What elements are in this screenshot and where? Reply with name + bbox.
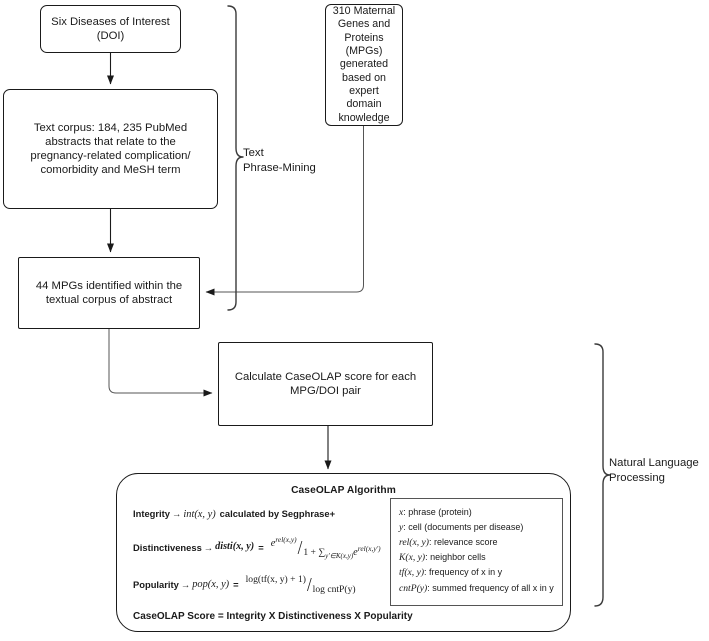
algorithm-formula-list: Integrity → int(x, y) calculated by Segp… <box>133 504 413 624</box>
edge-mpg44-to-calculate <box>108 329 213 397</box>
legend-symbol: y <box>399 521 404 533</box>
legend-item: rel(x, y): relevance score <box>399 535 554 550</box>
node-caseolap-algorithm[interactable]: CaseOLAP Algorithm Integrity → int(x, y)… <box>116 473 571 632</box>
bracket-label-natural-language-processing: Natural Language Processing <box>609 457 699 484</box>
formula-caseolap-score: CaseOLAP Score = Integrity X Distinctive… <box>133 611 413 623</box>
algorithm-legend-box: x: phrase (protein) y: cell (documents p… <box>390 497 563 606</box>
node-310-maternal-genes-proteins[interactable]: 310 Maternal Genes and Proteins (MPGs) g… <box>325 4 403 126</box>
algorithm-title: CaseOLAP Algorithm <box>291 485 396 496</box>
legend-item: y: cell (documents per disease) <box>399 520 554 535</box>
bracket-nlp <box>594 343 611 607</box>
formula-popularity-fraction: log(tf(x, y) + 1) / log cntP(y) <box>245 573 356 596</box>
formula-integrity-arrow: → <box>171 508 182 520</box>
denominator-tail-exponent: rel(x,y') <box>357 543 381 553</box>
node-six-diseases-of-interest[interactable]: Six Diseases of Interest (DOI) <box>40 5 181 53</box>
node-doi-label: Six Diseases of Interest (DOI) <box>51 15 170 42</box>
node-calculate-label: Calculate CaseOLAP score for each MPG/DO… <box>234 370 417 397</box>
formula-distinctiveness-denominator: 1 + ∑y'∈K(x,y)erel(x,y') <box>303 544 380 561</box>
numerator-exponent: rel(x,y) <box>275 534 297 544</box>
legend-symbol: x <box>399 506 404 518</box>
formula-distinctiveness-fraction: erel(x,y) / 1 + ∑y'∈K(x,y)erel(x,y') <box>271 535 381 561</box>
formula-distinctiveness: Distinctiveness → disti(x, y) = erel(x,y… <box>133 535 395 561</box>
formula-popularity-denominator: log cntP(y) <box>312 583 356 595</box>
node-mpg310-label: 310 Maternal Genes and Proteins (MPGs) g… <box>332 4 396 124</box>
bracket-label-text-phrase-mining: Text Phrase-Mining <box>243 147 316 174</box>
node-corpus-label: Text corpus: 184, 235 PubMed abstracts t… <box>30 121 191 177</box>
formula-popularity-numerator: log(tf(x, y) + 1) <box>245 573 306 585</box>
algorithm-body: Integrity → int(x, y) calculated by Segp… <box>117 497 570 624</box>
legend-item: tf(x, y): frequency of x in y <box>399 565 554 580</box>
fraction-slash-distinctiveness: / <box>297 536 303 559</box>
formula-distinctiveness-numerator: erel(x,y) <box>271 535 297 550</box>
formula-popularity-expr: pop(x, y) <box>192 579 230 591</box>
formula-distinctiveness-expr: disti(x, y) <box>215 541 255 552</box>
node-mpg44-label: 44 MPGs identified within the textual co… <box>35 279 183 306</box>
denominator-lead: 1 + ∑ <box>303 547 326 559</box>
formula-distinctiveness-label: Distinctiveness <box>133 541 202 553</box>
formula-popularity: Popularity → pop(x, y) = log(tf(x, y) + … <box>133 573 395 596</box>
formula-integrity-expr: int(x, y) <box>183 508 216 520</box>
legend-symbol: rel(x, y) <box>399 537 430 549</box>
bracket-phrase-mining <box>227 5 244 311</box>
formula-popularity-arrow: → <box>180 578 191 590</box>
formula-integrity: Integrity → int(x, y) calculated by Segp… <box>133 508 395 521</box>
node-text-corpus[interactable]: Text corpus: 184, 235 PubMed abstracts t… <box>3 89 218 209</box>
fraction-slash-popularity: / <box>306 573 312 596</box>
formula-integrity-tail: calculated by Segphrase+ <box>219 508 336 520</box>
numerator-base: e <box>270 537 276 549</box>
denominator-tail: e <box>353 547 358 559</box>
formula-integrity-label: Integrity <box>133 508 170 520</box>
legend-symbol: tf(x, y) <box>399 567 425 579</box>
denominator-subscript: y'∈K(x,y) <box>325 552 354 561</box>
legend-text: : frequency of x in y <box>424 567 503 578</box>
legend-item: x: phrase (protein) <box>399 505 554 520</box>
node-calculate-caseolap-score[interactable]: Calculate CaseOLAP score for each MPG/DO… <box>218 342 433 426</box>
legend-item: K(x, y): neighbor cells <box>399 550 554 565</box>
formula-popularity-equals: = <box>233 578 239 590</box>
node-44-mpgs-identified[interactable]: 44 MPGs identified within the textual co… <box>18 257 200 329</box>
formula-popularity-label: Popularity <box>133 578 179 590</box>
formula-distinctiveness-equals: = <box>258 541 264 553</box>
legend-text: : cell (documents per disease) <box>403 521 524 532</box>
legend-item: cntP(y): summed frequency of all x in y <box>399 581 554 596</box>
legend-symbol: cntP(y) <box>399 582 428 594</box>
legend-text: : neighbor cells <box>425 552 486 563</box>
legend-text: : phrase (protein) <box>403 506 472 517</box>
legend-text: : summed frequency of all x in y <box>427 582 554 593</box>
legend-text: : relevance score <box>429 537 498 548</box>
legend-symbol: K(x, y) <box>399 552 426 564</box>
formula-distinctiveness-arrow: → <box>203 541 214 553</box>
